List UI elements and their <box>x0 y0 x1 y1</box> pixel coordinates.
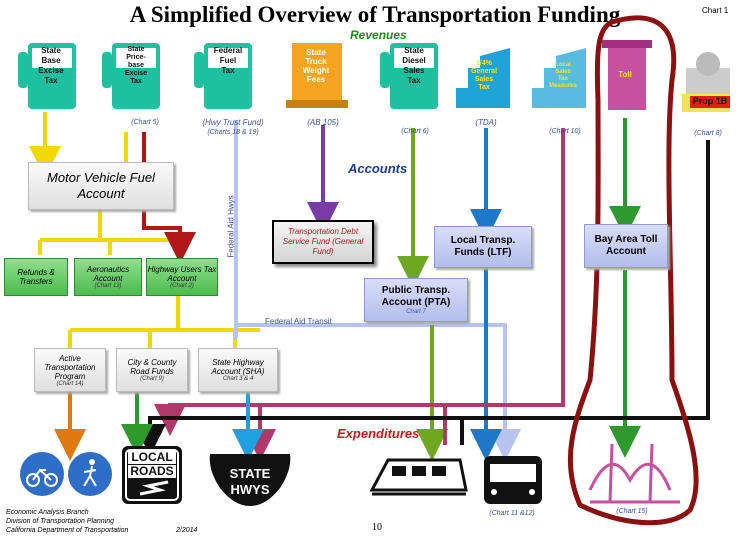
capitol-icon <box>682 52 730 112</box>
ref-hwy-trust: (Hwy Trust Fund) <box>202 118 264 127</box>
expenditures-heading: Expenditures <box>337 426 420 441</box>
ref-charts-18-19: (Charts 18 & 19) <box>207 129 259 136</box>
footer-line1: Economic Analysis Branch <box>6 509 89 516</box>
footer-line3: California Department of Transportation <box>6 527 129 534</box>
state-hwys-shield-icon <box>209 454 291 506</box>
debt-service-label: Transportation Debt Service Fund (Genera… <box>282 227 364 256</box>
city-county-ref: (Chart 9) <box>140 376 164 382</box>
transit-ref: (Chart 11 &12) <box>489 510 535 517</box>
ref-chart-5: (Chart 5) <box>131 119 159 126</box>
gas-pump-icon <box>102 43 160 109</box>
state-hwys-line2: HWYS <box>230 482 270 497</box>
chart-number: Chart 1 <box>702 6 729 15</box>
pedestrian-icon <box>68 452 112 496</box>
sha-ref: Chart 3 & 4 <box>222 376 254 382</box>
page-number: 10 <box>372 522 382 533</box>
pta-label: Public Transp. Account (PTA) <box>381 285 451 308</box>
bus-icon <box>484 456 542 504</box>
gas-pump-icon <box>18 43 76 109</box>
revenue-truck-weight: State Truck Weight Fees <box>302 48 330 84</box>
state-highway-account-box: State Highway Account (SHA) Chart 3 & 4 <box>198 348 278 392</box>
ref-tda: (TDA) <box>475 118 497 127</box>
bicycle-icon <box>20 452 64 496</box>
state-hwys-line1: STATE <box>229 466 271 481</box>
public-transp-account-box: Public Transp. Account (PTA) Chart 7 <box>364 278 468 322</box>
revenue-federal-fuel: Federal Fuel Tax <box>213 46 243 75</box>
bridge-icon <box>588 443 680 504</box>
revenue-state-price-base: State Price- base Excise Tax <box>124 46 148 85</box>
highway-users-label: Highway Users Tax Account <box>147 265 217 283</box>
gas-pump-icon <box>380 43 438 109</box>
aeronautics-ref: (Chart 13) <box>94 283 122 289</box>
active-ref: (Chart 14) <box>56 380 84 387</box>
truck-scale-icon <box>286 43 348 108</box>
local-sales-icon <box>532 48 586 108</box>
refunds-label: Refunds & Transfers <box>17 268 55 286</box>
highway-users-ref: (Chart 2) <box>170 283 194 289</box>
revenue-local-sales: Local Sales Tax Measures <box>549 62 577 89</box>
ref-chart-6: (Chart 6) <box>401 128 429 135</box>
revenue-state-base-excise: State Base Excise Tax <box>38 46 64 85</box>
local-roads-line2: ROADS <box>128 465 176 478</box>
refunds-transfers-box: Refunds & Transfers <box>4 258 68 296</box>
local-transp-funds-box: Local Transp. Funds (LTF) <box>434 226 532 268</box>
revenue-diesel-sales: State Diesel Sales Tax <box>402 46 426 85</box>
federal-aid-hwys-label: Federal Aid Hwys <box>226 195 236 258</box>
city-county-road-box: City & County Road Funds (Chart 9) <box>116 348 188 392</box>
ref-chart-8: (Chart 8) <box>694 130 722 137</box>
revenue-icons <box>18 40 730 112</box>
federal-aid-transit-label: Federal Aid Transit <box>265 317 332 326</box>
ltf-label: Local Transp. Funds (LTF) <box>450 235 516 258</box>
aeronautics-label: Aeronautics Account <box>86 265 130 283</box>
sales-tax-icon <box>456 48 510 108</box>
highlight-loop <box>567 15 699 526</box>
toll-booth-icon <box>602 40 652 110</box>
accounts-heading: Accounts <box>348 161 408 176</box>
revenues-heading: Revenues <box>350 28 407 42</box>
expenditure-icons <box>20 443 680 506</box>
sha-label: State Highway Account (SHA) <box>211 358 265 376</box>
revenue-toll: Toll <box>618 70 632 79</box>
highway-users-tax-box: Highway Users Tax Account (Chart 2) <box>146 258 218 296</box>
aeronautics-account-box: Aeronautics Account (Chart 13) <box>74 258 142 296</box>
revenue-general-sales: 1/4% General Sales Tax <box>470 60 498 91</box>
revenue-prop-1b: Prop 1B <box>692 96 728 106</box>
ref-chart-10: (Chart 10) <box>549 128 581 135</box>
footer-org: Economic Analysis Branch Division of Tra… <box>6 508 128 535</box>
active-label: Active Transportation Program <box>44 353 96 381</box>
bridge-ref: (Chart 15) <box>616 508 648 515</box>
footer-date: 2/2014 <box>176 527 198 534</box>
motor-vehicle-fuel-account: Motor Vehicle Fuel Account <box>28 162 174 210</box>
city-county-label: City & County Road Funds <box>127 358 177 376</box>
gas-pump-icon <box>194 43 252 109</box>
pta-ref: Chart 7 <box>406 309 426 315</box>
light-rail-icon <box>369 458 468 496</box>
bay-area-label: Bay Area Toll Account <box>594 234 658 257</box>
local-roads-line1: LOCAL <box>128 451 176 464</box>
footer-line2: Division of Transportation Planning <box>6 518 115 525</box>
active-transportation-box: Active Transportation Program (Chart 14) <box>34 348 106 392</box>
motor-vehicle-label: Motor Vehicle Fuel Account <box>47 170 155 201</box>
debt-service-fund-box: Transportation Debt Service Fund (Genera… <box>272 220 374 264</box>
bay-area-toll-account-box: Bay Area Toll Account <box>584 224 668 268</box>
page-title: A Simplified Overview of Transportation … <box>129 2 621 27</box>
ref-ab105-truck: (AB 105) <box>307 118 339 127</box>
